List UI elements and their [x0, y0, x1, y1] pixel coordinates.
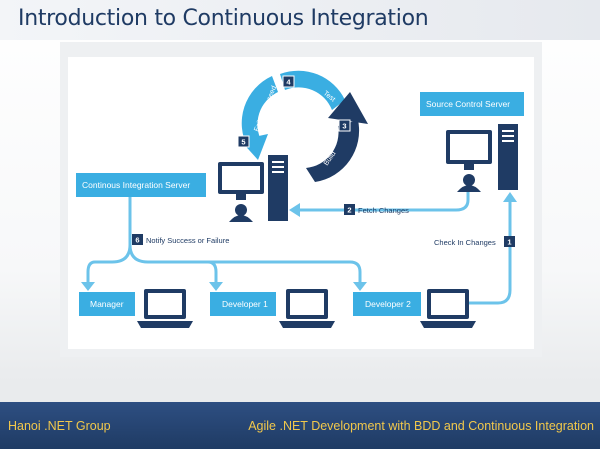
manager-laptop-icon — [137, 289, 193, 328]
step-badge-5 — [237, 135, 250, 148]
step-number-5: 5 — [241, 138, 245, 147]
node-manager: Manager — [79, 292, 135, 316]
connector-check-in — [468, 200, 512, 305]
slide-title: Introduction to Continuous Integration — [18, 6, 429, 31]
cycle-arc-fail-succeed — [241, 76, 278, 148]
developer1-laptop-icon — [279, 289, 335, 328]
connector-to-developer1 — [128, 244, 218, 284]
developer2-laptop-icon — [420, 289, 476, 328]
arrow-to-developer2 — [353, 282, 367, 291]
title-band — [0, 0, 600, 40]
arrow-to-manager — [81, 282, 95, 291]
connector-to-developer2 — [208, 260, 362, 284]
notify-label: Notify Success or Failure — [146, 236, 229, 245]
step-number-1: 1 — [507, 238, 511, 247]
node-developer1: Developer 1 — [210, 292, 276, 316]
fetch-label: Fetch Changes — [358, 206, 409, 215]
arrow-to-developer1 — [209, 282, 223, 291]
developer1-label: Developer 1 — [222, 299, 268, 309]
step-number-4: 4 — [286, 78, 291, 87]
step-number-2: 2 — [347, 206, 351, 215]
cycle-arrow-build — [328, 92, 368, 124]
step-number-3: 3 — [342, 122, 346, 131]
step-number-6: 6 — [135, 236, 139, 245]
connectors — [81, 190, 517, 305]
ci-cycle: 4 3 5 Test Build Fail or Succeed — [237, 70, 368, 182]
step-badge-4 — [282, 75, 295, 88]
edge-label-fetch: 2 Fetch Changes — [344, 204, 409, 215]
manager-label: Manager — [90, 299, 124, 309]
source-control-computer-icon — [446, 124, 518, 192]
edge-label-check-in: Check In Changes 1 — [434, 236, 515, 247]
connector-fetch — [298, 190, 470, 212]
node-source-control: Source Control Server — [420, 92, 524, 116]
step-badge-3 — [338, 119, 351, 132]
arrow-fetch — [289, 203, 300, 217]
footer-bar: Hanoi .NET Group Agile .NET Development … — [0, 402, 600, 449]
connector-to-manager — [86, 244, 132, 284]
arrow-check-in — [503, 192, 517, 202]
ci-server-label: Continous Integration Server — [82, 180, 190, 190]
cycle-arc-build — [306, 120, 360, 182]
cycle-arc-test — [280, 70, 345, 110]
footer-group-name: Hanoi .NET Group — [8, 419, 111, 433]
developer2-label: Developer 2 — [365, 299, 411, 309]
ci-server-computer-icon — [218, 155, 288, 222]
node-developer2: Developer 2 — [353, 292, 421, 316]
source-control-label: Source Control Server — [426, 99, 510, 109]
check-in-label: Check In Changes — [434, 238, 496, 247]
footer-talk-title: Agile .NET Development with BDD and Cont… — [248, 419, 594, 433]
edge-label-notify: 6 Notify Success or Failure — [132, 234, 229, 245]
node-ci-server: Continous Integration Server — [76, 173, 206, 197]
